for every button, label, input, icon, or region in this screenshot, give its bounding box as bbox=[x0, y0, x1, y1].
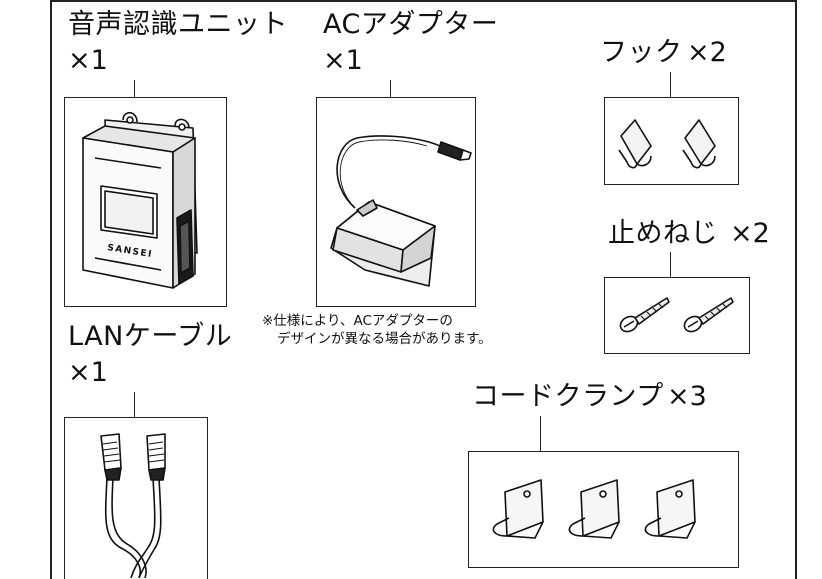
lan-cable-leader bbox=[134, 392, 136, 418]
cord-clamp-qty: ×3 bbox=[667, 381, 707, 412]
ac-adapter-label: ACアダプター bbox=[323, 9, 499, 40]
lan-cable-icon bbox=[100, 433, 166, 578]
frame-top-border bbox=[50, 0, 796, 2]
cord-clamp-box bbox=[468, 451, 739, 568]
ac-adapter-leader bbox=[390, 80, 392, 98]
hook-leader bbox=[670, 72, 672, 98]
screw-qty: ×2 bbox=[730, 218, 770, 249]
ac-adapter-icon bbox=[330, 135, 472, 287]
screw-leader bbox=[670, 252, 672, 278]
cord-clamp-leader bbox=[540, 416, 542, 452]
adapter-note-line-1: ※仕様により、ACアダプターの bbox=[262, 313, 453, 329]
hook-icon bbox=[618, 119, 716, 169]
hook-box bbox=[604, 97, 739, 185]
voice-recognition-unit-icon: SANSEI bbox=[82, 111, 198, 289]
screw-box bbox=[604, 277, 750, 354]
screw-icon bbox=[619, 297, 734, 333]
ac-adapter-box bbox=[316, 97, 476, 307]
hook-label: フック bbox=[600, 37, 683, 68]
voice-unit-leader bbox=[134, 80, 136, 98]
cord-clamp-label: コードクランプ bbox=[472, 381, 664, 412]
lan-cable-label: LANケーブル bbox=[68, 321, 233, 352]
frame-right-border bbox=[795, 0, 797, 579]
voice-unit-box: SANSEI bbox=[64, 97, 227, 307]
cord-clamp-icon bbox=[492, 479, 696, 539]
ac-adapter-qty: ×1 bbox=[323, 45, 363, 76]
lan-cable-qty: ×1 bbox=[68, 357, 108, 388]
voice-unit-label: 音声認識ユニット bbox=[68, 9, 288, 40]
screw-label: 止めねじ bbox=[608, 218, 718, 249]
lan-cable-box bbox=[64, 417, 208, 579]
hook-qty: ×2 bbox=[687, 37, 727, 68]
adapter-note-line-2: デザインが異なる場合があります。 bbox=[277, 331, 492, 347]
frame-left-border bbox=[50, 0, 52, 579]
voice-unit-qty: ×1 bbox=[68, 45, 108, 76]
